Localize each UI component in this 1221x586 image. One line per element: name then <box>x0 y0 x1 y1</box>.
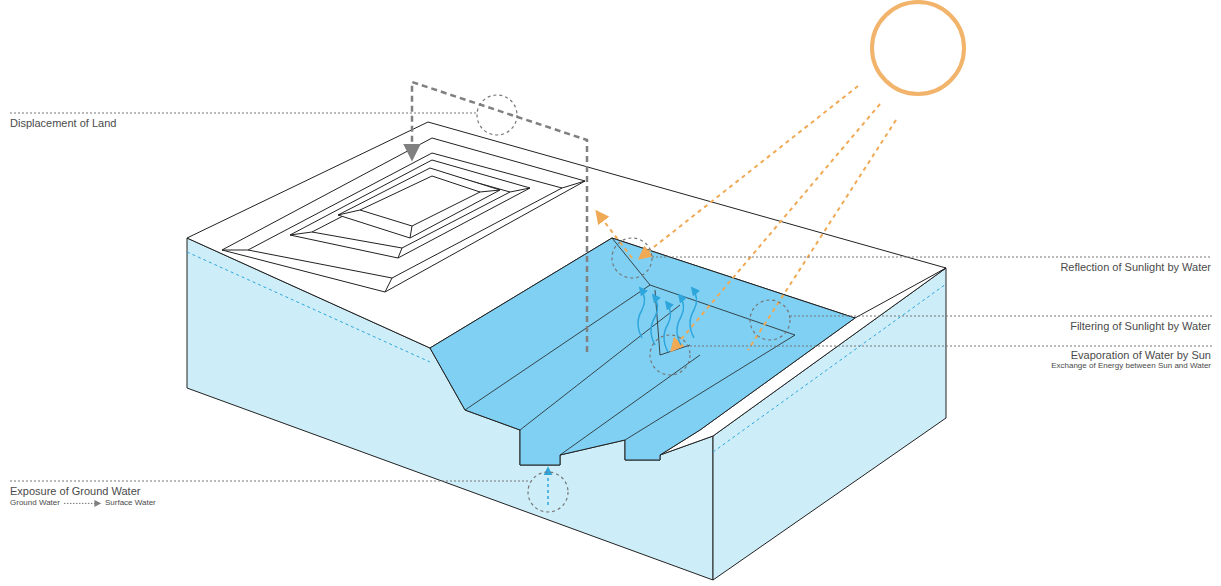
flow-label: Ground Water <box>10 499 60 508</box>
callout-label: Reflection of Sunlight by Water <box>1060 261 1211 273</box>
sun-rays <box>597 86 896 350</box>
land-label: Displacement of Land <box>10 117 116 129</box>
leader-lines <box>10 113 1212 481</box>
sun <box>872 2 964 94</box>
displacement-path <box>412 82 587 352</box>
terraced-mound <box>222 138 585 292</box>
callout-sublabel: Exchange of Energy between Sun and Water <box>1051 362 1211 371</box>
pit-water <box>430 238 855 465</box>
pit-step <box>520 305 680 430</box>
pit-step <box>465 285 795 440</box>
pit-step <box>560 355 700 455</box>
flow-arrow <box>64 503 100 504</box>
callout-circles <box>477 95 790 512</box>
evaporation-arrows <box>638 288 697 352</box>
flow-label: Surface Water <box>105 499 156 508</box>
callout-label: Exposure of Ground Water <box>10 485 140 497</box>
callout-label: Filtering of Sunlight by Water <box>1070 320 1211 332</box>
groundwater-arrow <box>547 468 549 505</box>
callout-label: Evaporation of Water by Sun <box>1071 349 1211 361</box>
pit-step <box>655 290 690 355</box>
